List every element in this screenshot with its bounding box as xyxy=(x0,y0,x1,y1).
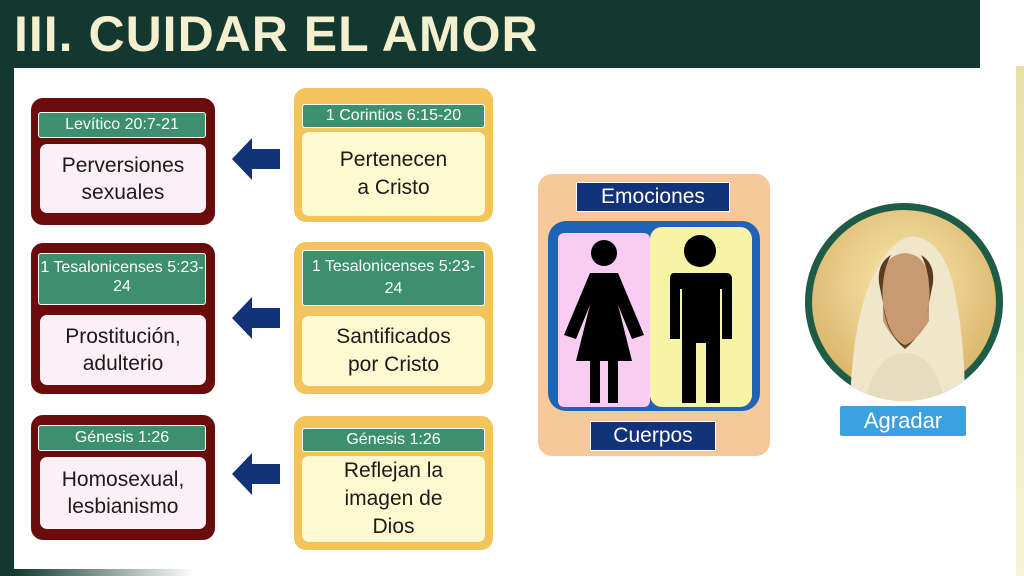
right-shade xyxy=(1016,66,1024,576)
male-panel xyxy=(650,227,752,407)
page-title: III. CUIDAR EL AMOR xyxy=(14,6,539,62)
agradar-label: Agradar xyxy=(840,406,966,436)
left-box-text: Perversiones sexuales xyxy=(40,144,206,213)
man-figure-icon xyxy=(670,235,732,403)
left-box-ref: Levítico 20:7-21 xyxy=(38,112,206,138)
left-box-text: Prostitución, adulterio xyxy=(40,315,206,385)
left-stripe xyxy=(0,68,14,576)
left-box-3: Génesis 1:26 Homosexual, lesbianismo xyxy=(31,415,215,540)
left-arrow-icon xyxy=(232,297,280,339)
bottom-line xyxy=(14,569,194,576)
left-box-text: Homosexual, lesbianismo xyxy=(40,457,206,529)
figure-panel: Emociones Cuerpos xyxy=(538,174,770,456)
cuerpos-label: Cuerpos xyxy=(590,421,716,451)
middle-box-ref: 1 Corintios 6:15-20 xyxy=(302,104,485,128)
middle-box-1: 1 Corintios 6:15-20 Pertenecen a Cristo xyxy=(294,88,493,222)
middle-box-ref: Génesis 1:26 xyxy=(302,428,485,452)
middle-box-2: 1 Tesalonicenses 5:23-24 Santificados po… xyxy=(294,242,493,394)
left-box-2: 1 Tesalonicenses 5:23-24 Prostitución, a… xyxy=(31,243,215,394)
left-arrow-icon xyxy=(232,453,280,495)
female-panel xyxy=(558,233,650,407)
middle-box-text: Pertenecen a Cristo xyxy=(302,132,485,216)
emociones-label: Emociones xyxy=(576,182,730,212)
middle-box-text: Santificados por Cristo xyxy=(302,316,485,386)
middle-box-3: Génesis 1:26 Reflejan la imagen de Dios xyxy=(294,416,493,550)
left-box-ref: 1 Tesalonicenses 5:23-24 xyxy=(38,253,206,305)
figure-inner xyxy=(548,221,760,411)
jesus-portrait xyxy=(805,203,1003,401)
woman-figure-icon xyxy=(564,240,644,403)
middle-box-text: Reflejan la imagen de Dios xyxy=(302,456,485,542)
title-bar: III. CUIDAR EL AMOR xyxy=(0,0,980,68)
left-box-ref: Génesis 1:26 xyxy=(38,425,206,451)
left-box-1: Levítico 20:7-21 Perversiones sexuales xyxy=(31,98,215,225)
left-arrow-icon xyxy=(232,138,280,180)
middle-box-ref: 1 Tesalonicenses 5:23-24 xyxy=(302,250,485,306)
